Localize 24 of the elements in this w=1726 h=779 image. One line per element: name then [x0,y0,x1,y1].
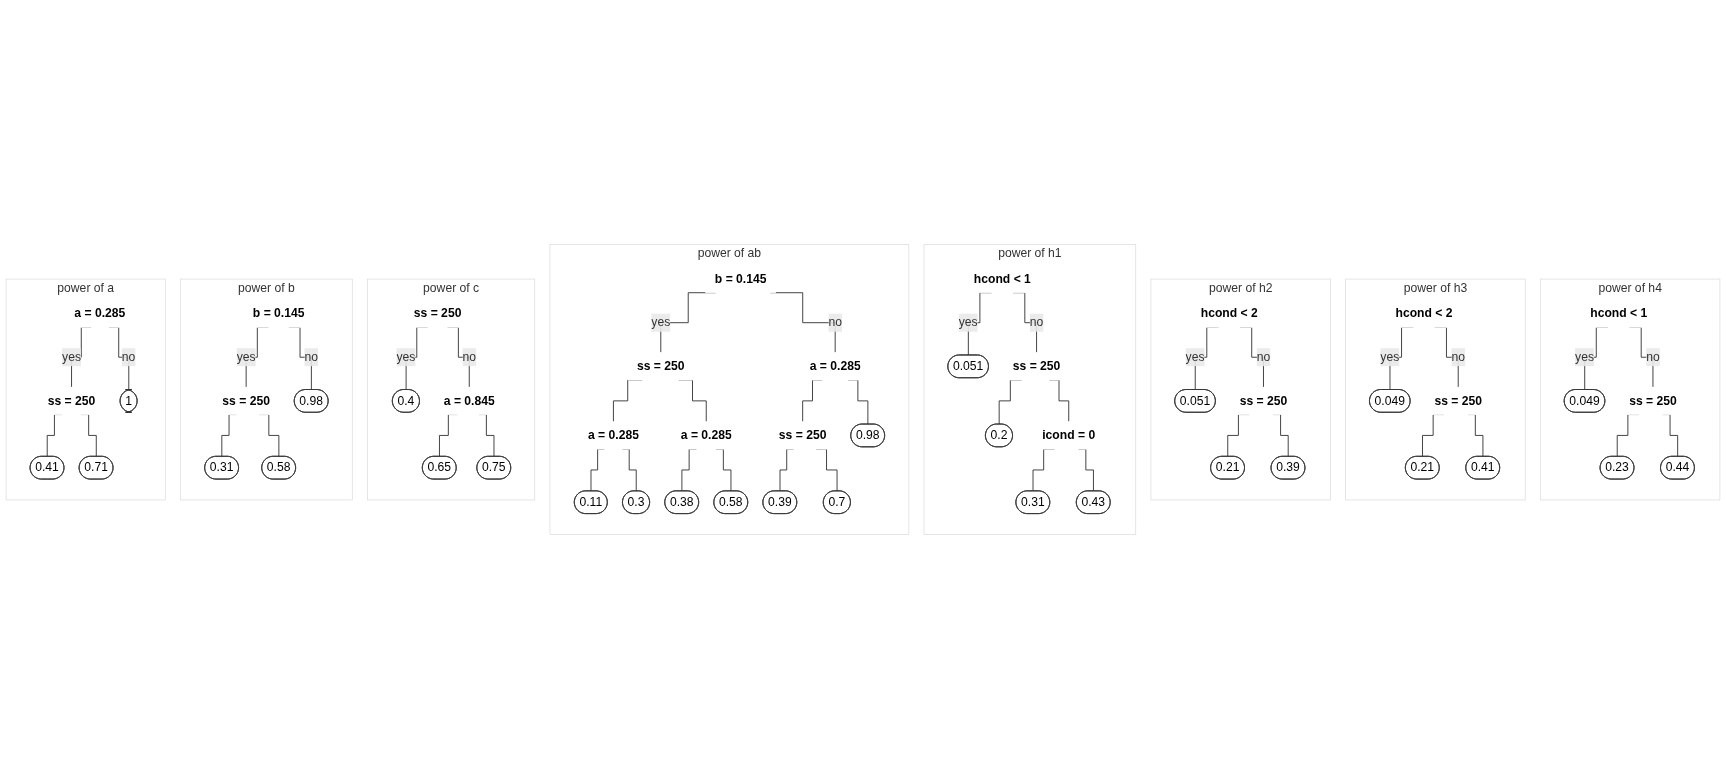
edge-label: yes [1185,350,1205,364]
edge-label: no [462,350,477,364]
node-text: hcond < 1 [973,272,1031,286]
node-text: ss = 250 [222,394,270,407]
node-text: ss = 250 [1239,394,1288,407]
edge-label: yes [62,350,81,364]
edge-label: yes [1575,350,1594,364]
node-text: b = 0.145 [714,272,767,286]
edge-label: no [1646,350,1660,364]
edge-label: no [1029,315,1044,329]
edge-label: no [1451,350,1465,364]
edge-label: yes [396,350,416,364]
edge-label: yes [651,315,671,329]
edge-label: yes [1380,350,1400,364]
edge-label: yes [236,350,256,364]
node-text: a = 0.845 [443,394,495,407]
node-text: ss = 250 [1629,394,1677,407]
edge-label: no [1256,350,1271,364]
edge-label: no [828,315,842,329]
node-text: ss = 250 [1434,394,1483,407]
node-text: ss = 250 [47,394,96,407]
edge-label: no [304,350,318,364]
edge-label: yes [958,315,978,329]
edge-label: no [121,350,136,364]
